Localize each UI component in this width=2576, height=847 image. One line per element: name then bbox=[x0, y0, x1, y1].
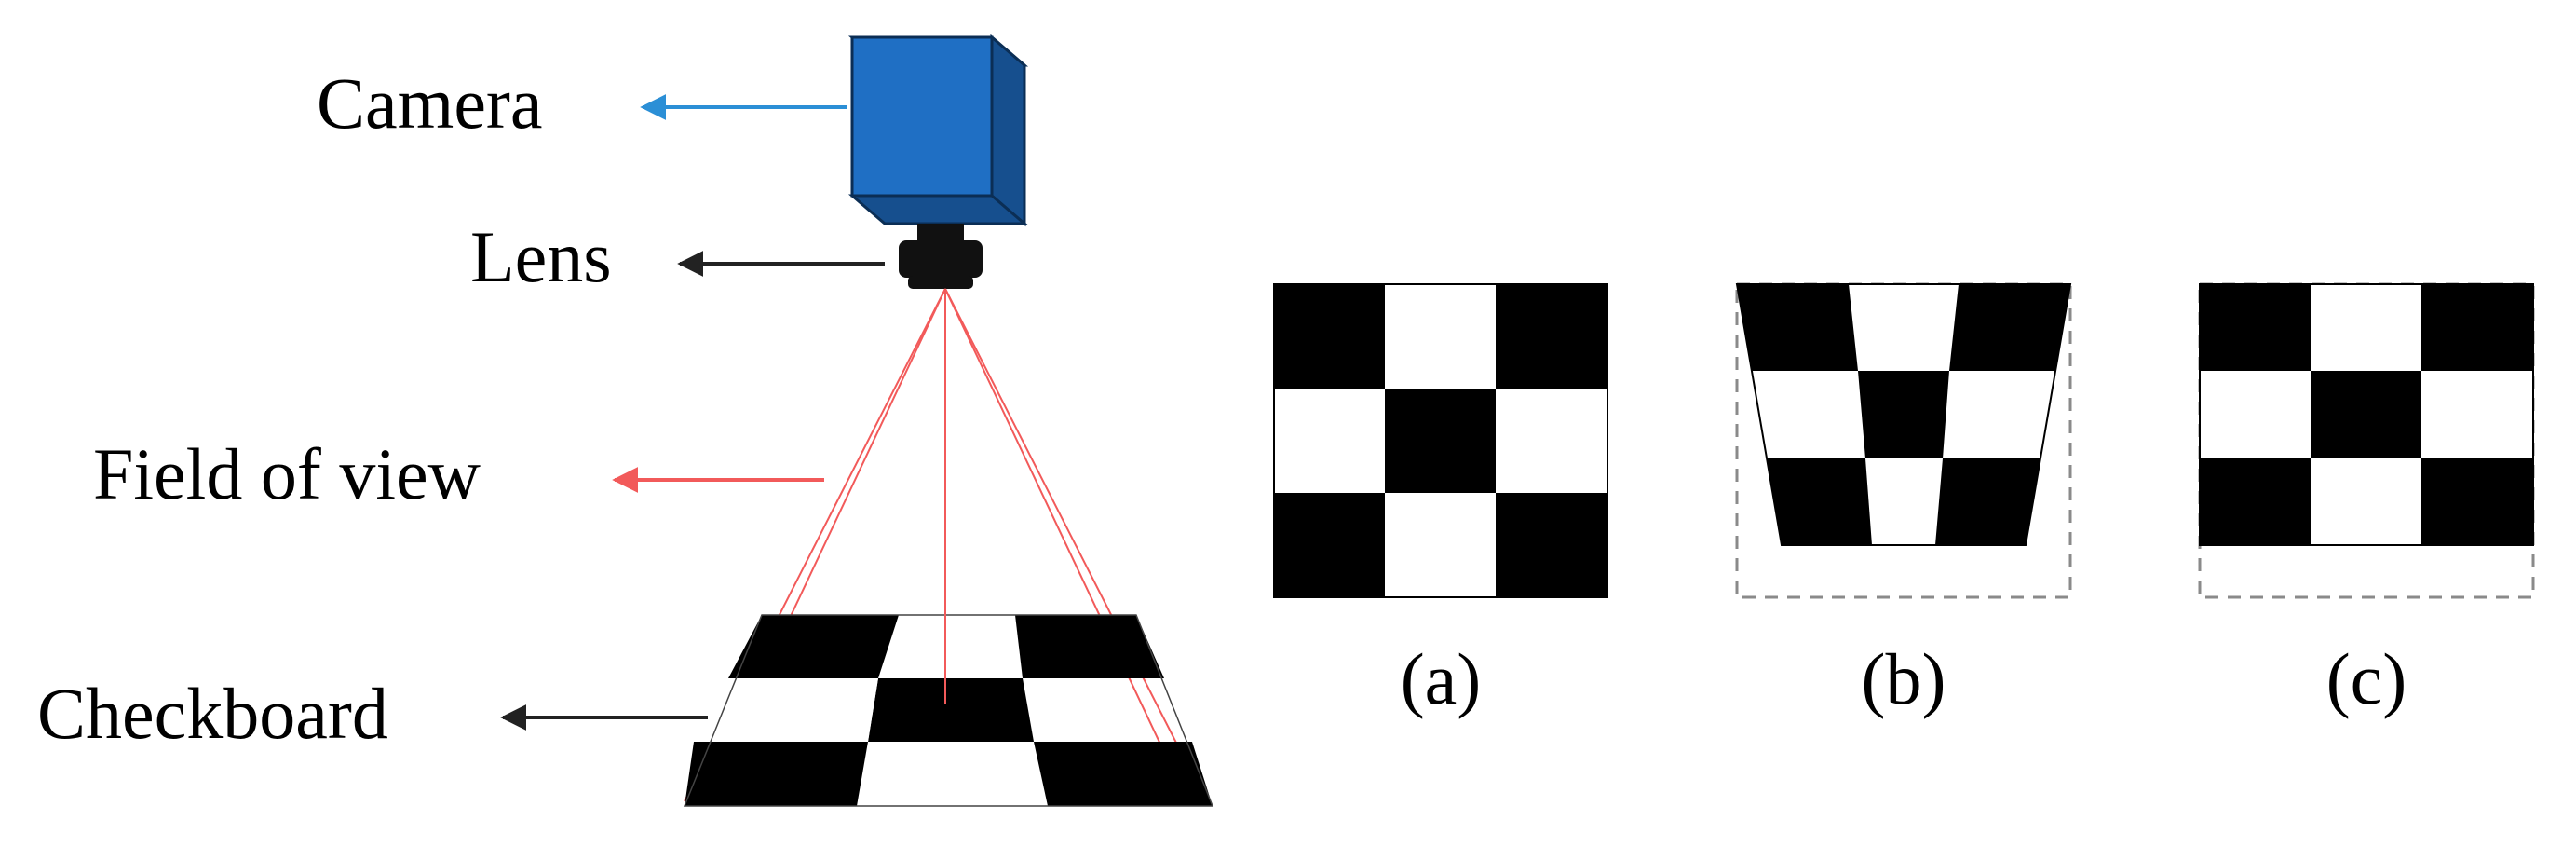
checkboard-label: Checkboard bbox=[37, 673, 388, 754]
checkerboard-panel-a bbox=[1273, 283, 1608, 598]
lens-label: Lens bbox=[470, 216, 612, 297]
lens-icon bbox=[899, 224, 983, 289]
checkerboard-panel-b bbox=[1735, 282, 2072, 599]
field-of-view-label: Field of view bbox=[93, 433, 481, 514]
camera-icon bbox=[847, 34, 1029, 227]
floor-checkerboard bbox=[683, 550, 1214, 807]
panel-c-caption: (c) bbox=[2326, 638, 2407, 719]
panel-b-caption: (b) bbox=[1862, 638, 1946, 719]
panel-a-caption: (a) bbox=[1401, 638, 1482, 719]
checkerboard-panel-c bbox=[2198, 282, 2535, 599]
camera-label: Camera bbox=[317, 62, 543, 143]
